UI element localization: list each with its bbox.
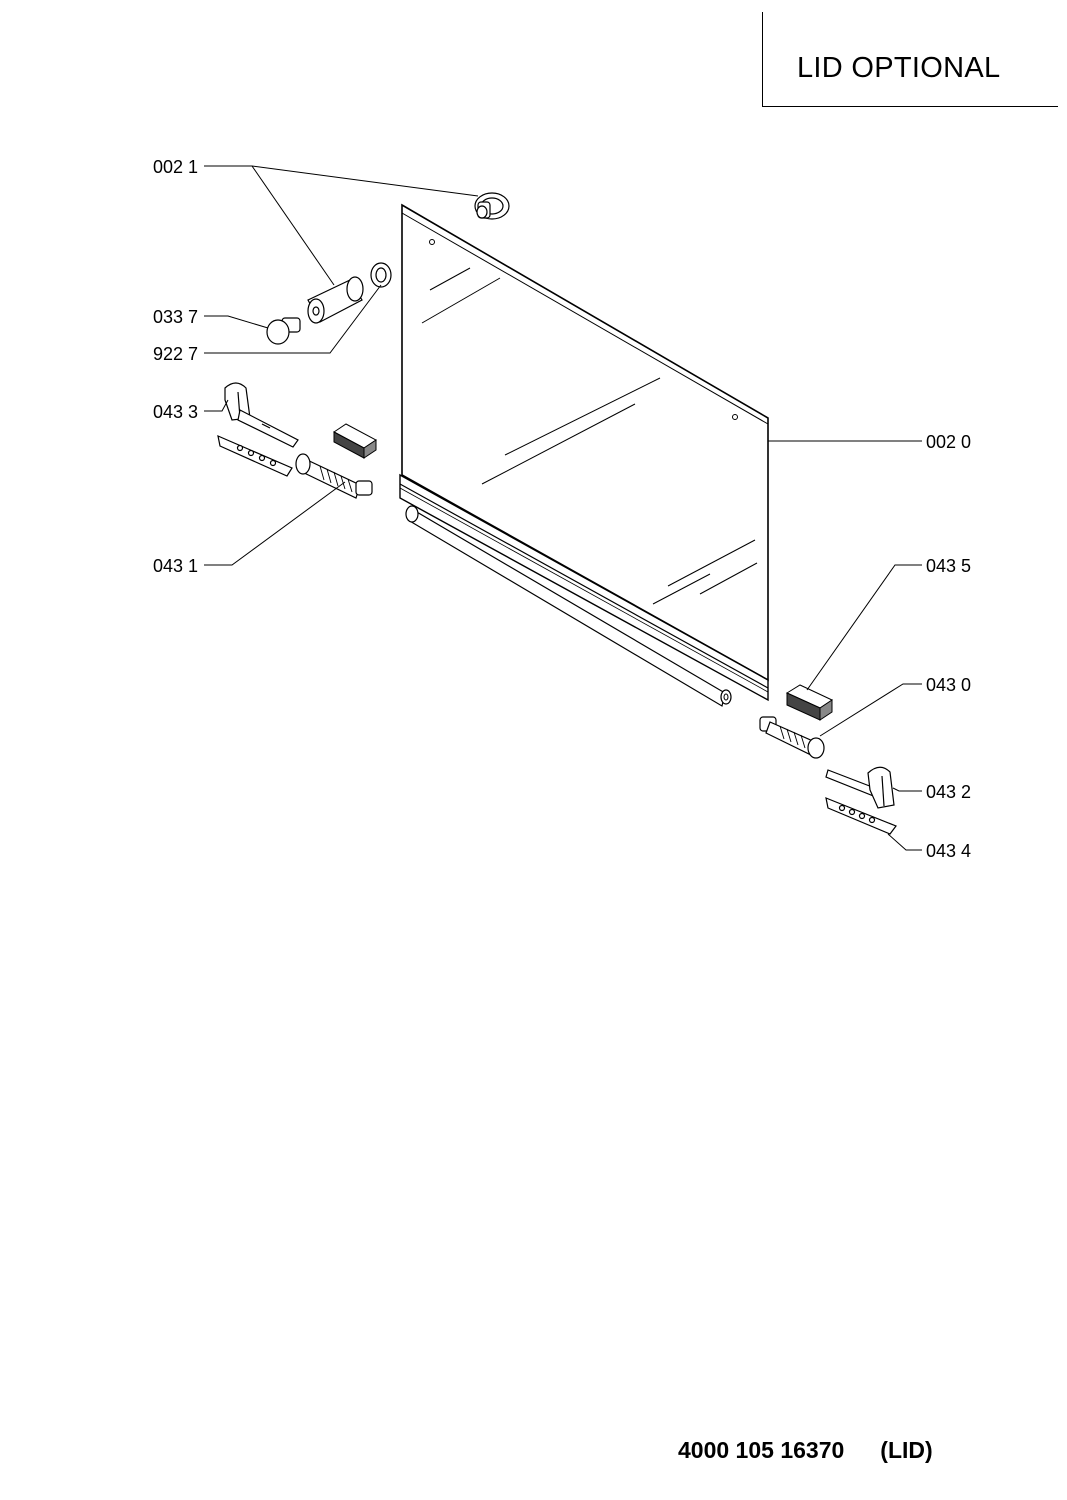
left-hinge-bracket-part [224,382,299,448]
title-box: LID OPTIONAL [762,12,1058,107]
right-hinge-bracket-part [825,766,895,809]
callout-0433: 043 3 [153,402,198,422]
knob-pin-part [474,192,510,220]
callout-0337: 033 7 [153,307,198,327]
callout-0430: 043 0 [926,675,971,695]
washer-part [370,262,392,288]
callout-0021: 002 1 [153,157,198,177]
page-title: LID OPTIONAL [797,52,1001,84]
leader-lines [204,165,922,851]
lid-hinge-rail [399,473,769,707]
glass-lid-panel [401,203,769,682]
callout-9227: 922 7 [153,344,198,364]
callout-0434: 043 4 [926,841,971,861]
callout-0431: 043 1 [153,556,198,576]
left-spring-plate-part [217,434,293,477]
left-spring-shaft-part [295,453,373,499]
document-footer: 4000 105 16370 (LID) [678,1437,933,1464]
right-foam-pad-part [785,684,834,721]
part-number: 4000 105 16370 [678,1437,845,1463]
right-spring-plate-part [825,797,897,835]
callout-0020: 002 0 [926,432,971,452]
part-suffix: (LID) [880,1437,933,1463]
callout-0435: 043 5 [926,556,971,576]
left-foam-pad-part [333,423,377,459]
cylinder-part [307,276,364,324]
callout-0432: 043 2 [926,782,971,802]
knob-part [266,317,301,345]
right-spring-shaft-part [759,716,825,759]
